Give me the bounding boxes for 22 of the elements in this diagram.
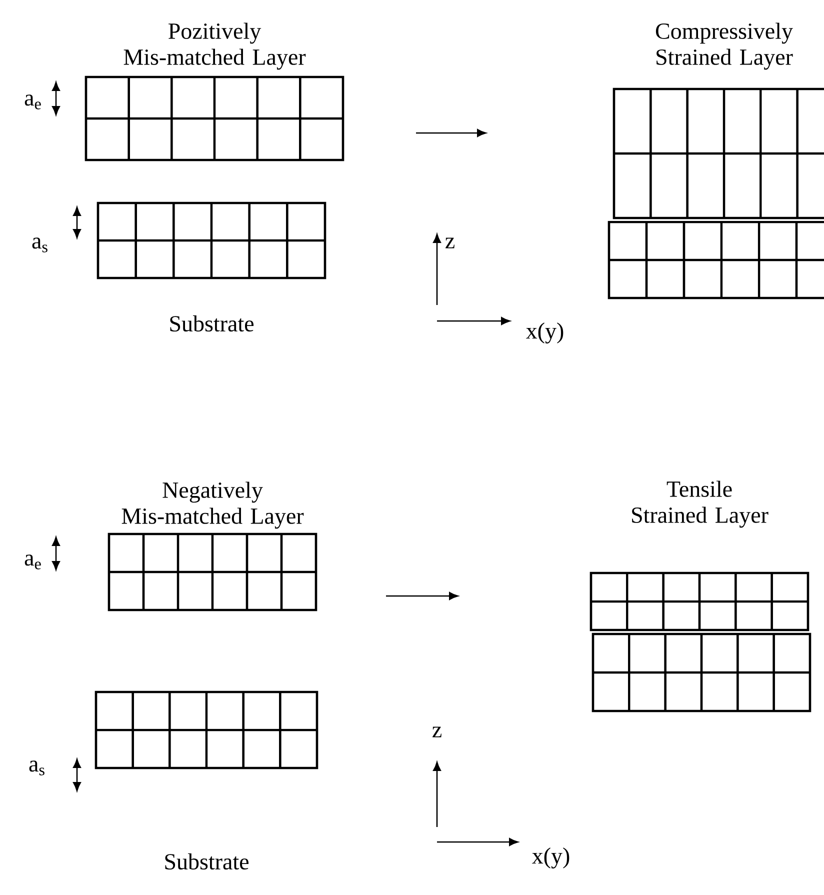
axis-label: z	[432, 726, 442, 738]
lattice-grid: Compressively Strained Layer	[612, 22, 824, 220]
lattice-constant-label: a$_{s}$	[29, 760, 44, 776]
node-label: Substrate	[170, 315, 254, 332]
lattice-grid	[592, 632, 812, 712]
lattice-grid: Pozitively Mis-matched Layer	[84, 22, 344, 162]
axis-label: z	[446, 238, 454, 248]
node-label: Tensile Strained Layer	[632, 480, 768, 528]
node-label: Pozitively Mis-matched Layer	[124, 22, 306, 70]
node-label: Substrate	[165, 853, 248, 870]
axis-label: x(y)	[532, 848, 570, 868]
lattice-constant-label: a$_{e}$	[24, 554, 41, 570]
lattice-constant-label: a$_{s}$	[32, 238, 48, 252]
lattice-constant-label: a$_{e}$	[24, 94, 41, 110]
node-label: Compressively Strained Layer	[656, 22, 793, 70]
lattice-grid: Substrate	[96, 202, 326, 332]
node-label: Negatively Mis-matched Layer	[122, 482, 304, 529]
lattice-grid: Negatively Mis-matched Layer	[108, 482, 318, 612]
axis-label: x(y)	[526, 322, 564, 344]
lattice-grid	[608, 220, 824, 300]
lattice-grid: Tensile Strained Layer	[590, 480, 810, 632]
lattice-grid: Substrate	[94, 690, 318, 870]
